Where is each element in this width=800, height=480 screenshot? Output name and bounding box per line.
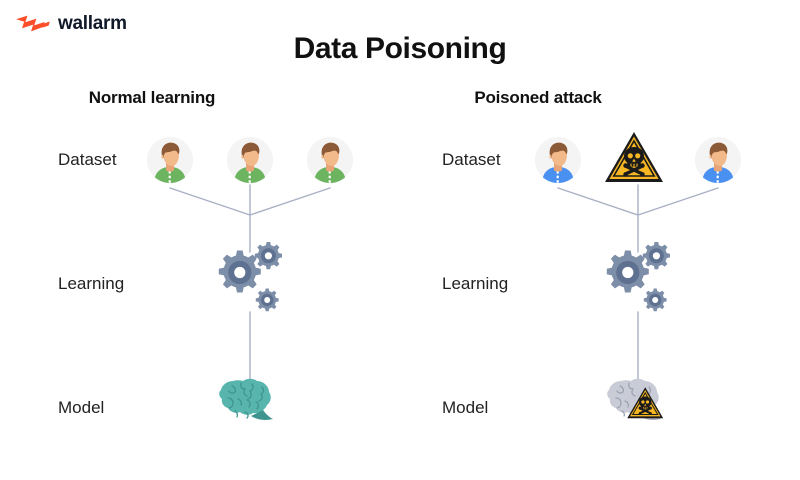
avatar <box>695 137 741 183</box>
model-brain <box>219 378 281 422</box>
avatar <box>147 137 193 183</box>
wallarm-logo: wallarm <box>16 14 127 33</box>
page-title: Data Poisoning <box>293 32 507 65</box>
wallarm-bolt-icon <box>16 15 50 32</box>
person-avatar-icon <box>307 137 353 183</box>
panel-title-normal-learning: Normal learning <box>88 88 216 107</box>
gears-group <box>206 242 286 318</box>
row-label-dataset-left: Dataset <box>58 150 117 169</box>
panel-normal-learning: Normal learning Dataset Learning Model <box>0 80 400 460</box>
panel-title-poisoned-attack: Poisoned attack <box>474 88 602 107</box>
row-label-model-left: Model <box>58 398 105 417</box>
avatar <box>307 137 353 183</box>
avatar <box>535 137 581 183</box>
panel-poisoned-attack: Poisoned attack Dataset Learning Model <box>400 80 800 460</box>
wallarm-logo-text: wallarm <box>58 13 127 34</box>
poisoned-brain-icon <box>607 378 664 420</box>
gears-icon <box>606 242 670 312</box>
gears-group <box>594 242 674 318</box>
row-label-model-right: Model <box>442 398 489 417</box>
poison-hazard-sign <box>603 130 665 186</box>
brain-icon <box>219 378 273 420</box>
row-label-learning-right: Learning <box>442 274 509 293</box>
row-label-dataset-right: Dataset <box>442 150 501 169</box>
avatar <box>227 137 273 183</box>
row-label-learning-left: Learning <box>58 274 125 293</box>
toxic-hazard-skull-icon <box>605 132 663 182</box>
person-avatar-icon <box>147 137 193 183</box>
model-brain <box>607 376 669 420</box>
gears-icon <box>218 242 282 312</box>
person-avatar-icon <box>695 137 741 183</box>
person-avatar-icon <box>535 137 581 183</box>
person-avatar-icon <box>227 137 273 183</box>
